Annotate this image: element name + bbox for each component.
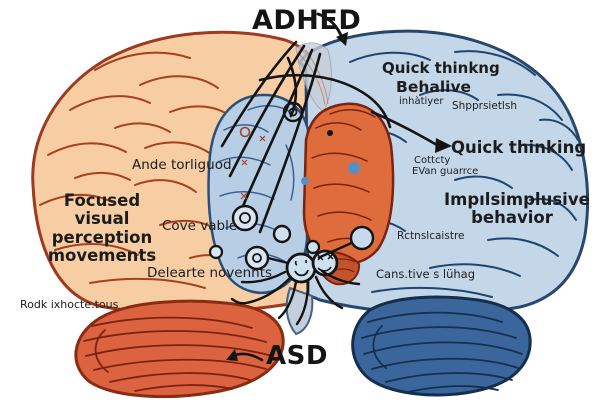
adhd-title-arrow (316, 12, 348, 46)
left-cerebellum-folds (83, 316, 273, 392)
inner-blue-brain (207, 93, 310, 294)
label-focused-visual: Focused visual perception movements (47, 191, 157, 266)
title-adhd: ADHED (252, 5, 362, 36)
label-rctnslcaistre: Rctnslcaistre (397, 230, 465, 242)
label-cottcty: Cottcty (414, 155, 451, 166)
network-nodes (208, 101, 321, 271)
face-left (285, 252, 317, 284)
face-cluster-legs (230, 269, 361, 326)
face-cluster (230, 225, 375, 326)
black-dot (327, 130, 333, 136)
left-cerebellum (74, 299, 285, 399)
brainstem (285, 286, 314, 336)
asd-title-arrow (226, 349, 264, 362)
right-cerebellum-folds (361, 311, 523, 393)
label-inhatiyer: inhàtiyer (399, 96, 444, 107)
inner-orange-gyri (311, 109, 376, 246)
label-behalive: Behalive (396, 78, 472, 96)
label-watermark: Rodk ixhocte.tous (20, 298, 119, 311)
pin-line (317, 239, 357, 260)
label-impulsive-behavior: Impılsimplusive behavior (444, 190, 590, 228)
title-asd: ASD (266, 341, 328, 371)
label-shpprsietlsh: Shpprsietlsh (452, 100, 517, 112)
label-quick-thinking: Quick thinking (451, 138, 587, 157)
small-marks (239, 126, 360, 200)
annotation-fan-lines (220, 40, 392, 234)
label-ande-torliguod: Ande torliguod (132, 157, 232, 173)
quick-thinking-arrow (370, 110, 452, 153)
blue-dot-1 (348, 162, 360, 174)
label-cove-vable: Cove vable (162, 218, 238, 234)
label-cans-tive: Cans.tive s lühag (376, 267, 476, 281)
right-cerebellum (351, 295, 532, 397)
inner-orange-brain (302, 102, 395, 286)
label-quick-thinkng: Quick thinkng (382, 59, 500, 77)
pin-circle (349, 225, 375, 251)
label-delearte-novennts: Delearte novennts (147, 265, 273, 281)
blue-dot-2 (301, 177, 309, 185)
label-evan-guarrce: EVan guarrce (412, 166, 479, 177)
